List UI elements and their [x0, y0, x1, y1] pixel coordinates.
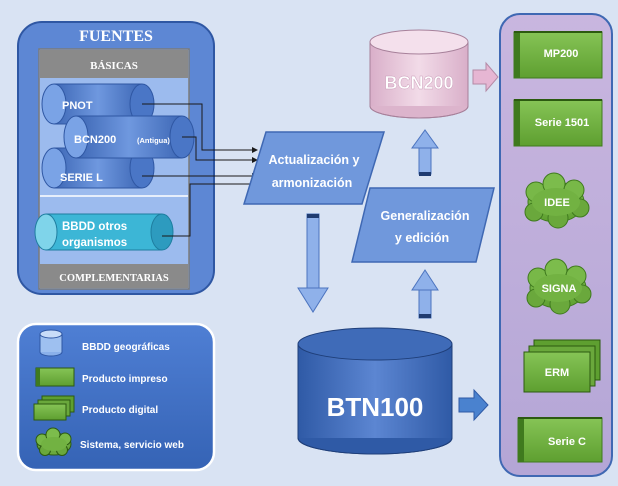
products-panel [499, 13, 613, 477]
printed-product-icon [517, 417, 603, 463]
product-label-0: MP200 [544, 48, 579, 60]
basic-header: BÁSICAS [90, 60, 138, 72]
complementary-band [40, 264, 188, 288]
bcn200-old-note: (Antigua) [137, 136, 170, 145]
product-mp200: MP200 [513, 31, 603, 79]
legend-printed: Producto impreso [82, 374, 168, 385]
sources-panel: FUENTES BÁSICAS COMPLEMENTARIAS PNOT SER… [17, 21, 215, 295]
bbdd-otros-label-2: organismos [62, 237, 127, 249]
arrow-btn100-to-products [458, 388, 489, 422]
product-label-3: SIGNA [542, 283, 577, 295]
printed-product-icon [513, 31, 603, 79]
arrow-bcn200-to-products [472, 61, 499, 93]
legend-geo-db: BBDD geográficas [82, 342, 170, 353]
product-label-4: ERM [545, 367, 569, 379]
sources-title: FUENTES [79, 28, 153, 45]
cloud-icon [524, 172, 590, 229]
legend-db-icon [39, 329, 63, 357]
update-label-1: Actualización y [269, 153, 360, 167]
btn100-label: BTN100 [327, 392, 424, 422]
arrow-btn100-to-generalization [411, 269, 439, 319]
bcn200-old-db-icon [63, 115, 195, 159]
generalization-label-2: y edición [395, 231, 449, 245]
legend-printed-icon [35, 367, 75, 387]
source-connectors [142, 103, 256, 237]
pnot-label: PNOT [62, 100, 93, 112]
cloud-icon [526, 258, 592, 315]
bcn200-db-icon [369, 29, 469, 119]
serie-l-label: SERIE L [60, 172, 103, 184]
generalization-process: Generalización y edición [351, 187, 495, 263]
product-label-1: Serie 1501 [535, 117, 589, 129]
bcn200-label: BCN200 [384, 73, 453, 93]
btn100-db-icon [297, 327, 453, 455]
update-label-2: armonización [272, 176, 353, 190]
product-signa: SIGNA [526, 258, 592, 315]
bbdd-otros-db-icon [34, 213, 174, 251]
legend-web: Sistema, servicio web [80, 440, 184, 451]
basic-header-band [40, 50, 188, 78]
product-serie-c: Serie C [517, 417, 603, 463]
product-idee: IDEE [524, 172, 590, 229]
legend-digital: Producto digital [82, 405, 158, 416]
product-serie-1501: Serie 1501 [513, 99, 603, 147]
arrow-update-to-btn100 [297, 213, 329, 313]
update-process: Actualización y armonización [242, 131, 386, 205]
legend-digital-icon [33, 395, 75, 421]
bbdd-otros-label-1: BBDD otros [62, 221, 127, 233]
legend-cloud-icon [35, 427, 72, 456]
product-label-2: IDEE [544, 197, 570, 209]
bcn200-old-label: BCN200 [74, 134, 116, 146]
complementary-footer: COMPLEMENTARIAS [59, 273, 169, 284]
product-label-5: Serie C [548, 436, 586, 448]
printed-product-icon [513, 99, 603, 147]
generalization-label-1: Generalización [381, 209, 470, 223]
product-erm: ERM [523, 339, 601, 393]
arrow-generalization-to-bcn200 [411, 129, 439, 176]
digital-product-icon [523, 339, 601, 393]
legend-panel: BBDD geográficas Producto impreso Produc… [16, 322, 216, 472]
